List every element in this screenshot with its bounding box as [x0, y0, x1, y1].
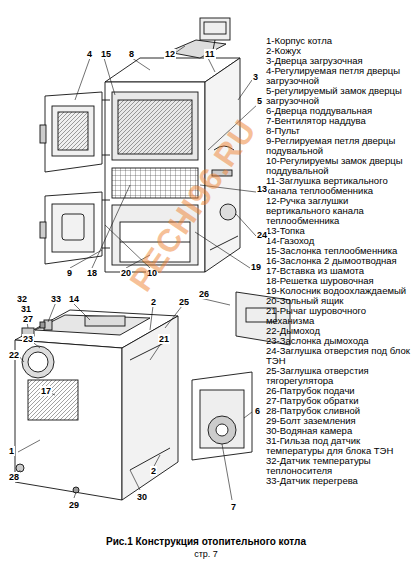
part-list-item: 5-регулируемый замок дверцы загрузочной — [266, 86, 411, 106]
part-list-item: 30-Водяная камера — [266, 426, 411, 436]
part-list-item: 15-Заслонка теплообменника — [266, 246, 411, 256]
callout-number: 31 — [20, 304, 32, 314]
callout-number: 4 — [86, 49, 93, 59]
callout-number: 26 — [198, 289, 210, 299]
callout-number: 1 — [8, 446, 15, 456]
callout-number: 2 — [150, 297, 157, 307]
callout-number: 33 — [50, 294, 62, 304]
part-list-item: 18-Решетка шуровочная — [266, 276, 411, 286]
part-list-item: 23-Заслонка дымохода — [266, 336, 411, 346]
callout-number: 13 — [256, 184, 268, 194]
part-list-item: 3-Дверца загрузочная — [266, 56, 411, 66]
callout-number: 24 — [256, 230, 268, 240]
callout-number: 14 — [68, 294, 80, 304]
callout-number: 12 — [164, 49, 176, 59]
part-list-item: 14-Газоход — [266, 236, 411, 246]
callout-number: 28 — [8, 472, 20, 482]
part-list-item: 20-Зольный ящик — [266, 296, 411, 306]
callout-number: 32 — [16, 294, 28, 304]
part-list-item: 8-Пульт — [266, 126, 411, 136]
part-list-item: 24-Заглушка отверстия под блок ТЭН — [266, 346, 411, 366]
part-list-item: 27-Патрубок обратки — [266, 396, 411, 406]
callout-number: 21 — [158, 334, 170, 344]
part-list-item: 26-Патрубок подачи — [266, 386, 411, 396]
figure-caption: Рис.1 Конструкция отопительного котла — [106, 536, 306, 547]
callout-number: 6 — [254, 406, 261, 416]
parts-list: 1-Корпус котла2-Кожух3-Дверца загрузочна… — [266, 36, 411, 486]
callout-number: 8 — [128, 49, 135, 59]
part-list-item: 28-Патрубок сливной — [266, 406, 411, 416]
part-list-item: 29-Болт заземления — [266, 416, 411, 426]
part-list-item: 10-Регулируемы замок дверцы поддувальной — [266, 156, 411, 176]
callout-number: 23 — [22, 334, 34, 344]
part-list-item: 16-Заслонка 2 дымоотводная — [266, 256, 411, 266]
part-list-item: 11-Заглушка вертикального канала теплооб… — [266, 176, 411, 196]
part-list-item: 1-Корпус котла — [266, 36, 411, 46]
part-list-item: 19-Колосник водоохлаждаемый — [266, 286, 411, 296]
part-list-item: 6-Дверца поддувальная — [266, 106, 411, 116]
part-list-item: 31-Гильза под датчик температуры для бло… — [266, 436, 411, 456]
part-list-item: 21-Рычаг шуровочного механизма — [266, 306, 411, 326]
callout-number: 2 — [150, 466, 157, 476]
callout-number: 27 — [22, 314, 34, 324]
callout-number: 7 — [230, 502, 237, 512]
callout-number: 3 — [252, 72, 259, 82]
part-list-item: 25-Заглушка отверстия тягорегулятора — [266, 366, 411, 386]
callout-number: 22 — [8, 350, 20, 360]
part-list-item: 33-Датчик перегрева — [266, 476, 411, 486]
callout-number: 29 — [68, 500, 80, 510]
part-list-item: 13-Топка — [266, 226, 411, 236]
callout-number: 11 — [204, 49, 216, 59]
part-list-item: 17-Вставка из шамота — [266, 266, 411, 276]
part-list-item: 2-Кожух — [266, 46, 411, 56]
callout-number: 30 — [136, 492, 148, 502]
callout-number: 18 — [86, 268, 98, 278]
part-list-item: 7-Вентилятор наддува — [266, 116, 411, 126]
callout-number: 9 — [66, 268, 73, 278]
page-number: стр. 7 — [194, 549, 218, 559]
part-list-item: 12-Ручка заглушки вертикального канала т… — [266, 196, 411, 226]
callout-number: 25 — [178, 297, 190, 307]
part-list-item: 9-Реглируемая петля дверцы подувальной — [266, 136, 411, 156]
part-list-item: 32-Датчик температуры теплоносителя — [266, 456, 411, 476]
callout-number: 19 — [250, 262, 262, 272]
callout-number: 5 — [256, 96, 263, 106]
part-list-item: 22-Дымоход — [266, 326, 411, 336]
callout-number: 15 — [100, 49, 112, 59]
part-list-item: 4-Регулируемая петля дверцы загрузочной — [266, 66, 411, 86]
callout-number: 17 — [40, 386, 52, 396]
